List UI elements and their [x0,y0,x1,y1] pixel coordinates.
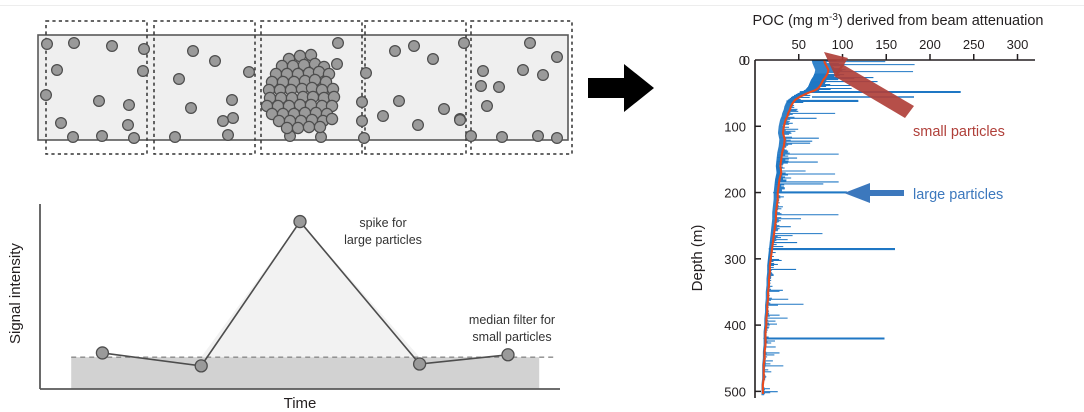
signal-x-axis-label: Time [284,395,317,412]
signal-chart-svg: Signal intensity Time spike for large pa… [7,204,560,412]
poc-y-tick-label: 300 [724,252,746,267]
poc-title-tail: ) derived from beam attenuation [838,13,1044,29]
poc-x-tick-label: 150 [875,37,897,52]
spike-annotation-line1: spike for [359,216,406,230]
spike-fill-area [201,221,420,358]
median-window-3 [260,20,363,155]
poc-x-tick-label: 250 [963,37,985,52]
median-window-2 [153,20,256,155]
large-particles-arrowhead-icon [844,183,870,203]
poc-x-tick-label: 100 [832,37,854,52]
raw-signal-spikes [761,60,961,396]
signal-data-point-3 [293,214,307,229]
spike-annotation-line2: large particles [344,233,422,247]
top-divider-rule [0,5,1084,6]
median-window-5 [470,20,573,155]
median-annotation-line2: small particles [472,330,551,344]
signal-intensity-chart-panel: Signal intensity Time spike for large pa… [0,186,600,412]
poc-y-tick-label: 100 [724,119,746,134]
poc-title-superscript: -3 [829,12,838,23]
particle-cluster [260,48,341,135]
small-particles-arrowhead-icon [824,52,848,78]
signal-data-point-5 [501,348,515,362]
particle-boxes-svg [37,20,573,155]
poc-profile-svg: POC (mg m-3) derived from beam attenuati… [689,12,1044,399]
large-particles-label: large particles [913,187,1003,203]
poc-y-tick-label: 400 [724,318,746,333]
poc-x-tick-label: 300 [1007,37,1029,52]
particle-group [39,37,563,144]
poc-y-tick-label: 0 [739,53,746,68]
poc-x-tick-label: 50 [792,37,806,52]
particle-sampling-boxes-panel [0,8,600,183]
poc-x-tick-label: 200 [919,37,941,52]
poc-x-tick-label: 0 [743,53,750,68]
signal-data-point-2 [194,359,208,373]
median-window-1 [45,20,148,155]
flow-arrow [588,58,660,118]
signal-data-point-4 [412,357,427,371]
small-particles-label: small particles [913,124,1005,140]
poc-chart-title: POC (mg m-3) derived from beam attenuati… [753,12,1044,29]
large-particles-arrow-shaft-icon [868,190,904,196]
poc-y-tick-labels: 0 100 200 300 400 500 [724,53,746,399]
poc-depth-profile-panel: POC (mg m-3) derived from beam attenuati… [672,0,1084,412]
signal-y-axis-label: Signal intensity [7,243,24,344]
median-window-4 [364,20,467,155]
poc-y-tick-label: 500 [724,384,746,399]
poc-x-tick-labels: 0 50 100 150 200 250 300 [743,37,1029,68]
median-filtered-profile [761,59,830,395]
median-filter-band [71,357,540,389]
poc-y-axis-label: Depth (m) [689,225,706,292]
poc-title-lead: POC (mg m [753,13,830,29]
signal-data-points [95,214,515,373]
median-annotation-line1: median filter for [469,313,555,327]
small-particles-arrow-icon [834,64,914,118]
signal-data-point-1 [95,346,110,360]
median-window-group [45,20,573,155]
flow-arrow-icon [588,64,654,112]
poc-y-tick-label: 200 [724,186,746,201]
